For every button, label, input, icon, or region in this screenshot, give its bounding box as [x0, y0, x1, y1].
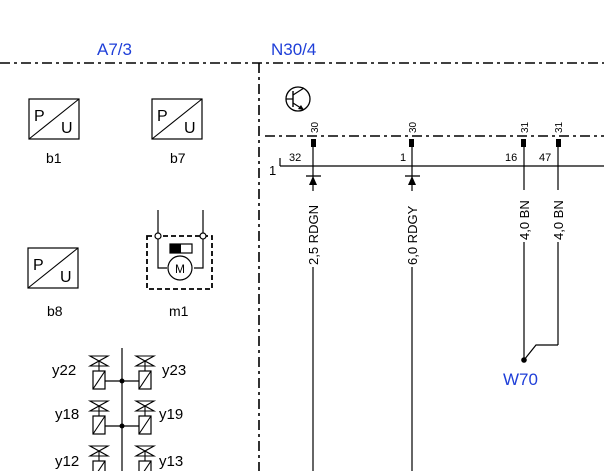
- motor-m-symbol: M: [175, 262, 185, 276]
- valve-y13-label: y13: [159, 453, 183, 470]
- sensor-p-label: P: [33, 257, 44, 274]
- solenoid-valve-block: y22 y23 y18 y19 y12 y13: [52, 348, 186, 471]
- pin-32-terminal-30: 30 32 2,5 RDGN: [289, 121, 321, 471]
- terminal-label: 31: [554, 121, 565, 133]
- pin-16-terminal-31: 31 16 4,0 BN: [505, 121, 532, 360]
- pressure-sensor-b1: P U b1: [28, 98, 80, 166]
- wire-label: 4,0 BN: [517, 200, 532, 240]
- motor-dashed-housing: [146, 235, 213, 290]
- connector-number: 1: [269, 163, 276, 178]
- pin-number-label: 16: [505, 152, 517, 164]
- pin-47-terminal-31: 31 47 4,0 BN: [539, 121, 566, 345]
- valve-y22-icon: [87, 355, 111, 390]
- pin-number-label: 32: [289, 152, 301, 164]
- sensor-u-label: U: [60, 269, 72, 286]
- pressure-sensor-b7: P U b7: [151, 98, 203, 166]
- wire-label: 6,0 RDGY: [405, 205, 420, 265]
- ground-splice: [521, 344, 558, 363]
- pin-number-label: 47: [539, 152, 551, 164]
- motor-m1: M m1: [146, 210, 213, 319]
- valve-y18-label: y18: [55, 406, 79, 423]
- pin-1-terminal-30: 30 1 6,0 RDGY: [400, 121, 420, 471]
- wire-label: 2,5 RDGN: [306, 205, 321, 265]
- pin-number-label: 1: [400, 152, 406, 164]
- pressure-sensor-b8: P U b8: [27, 247, 79, 319]
- motor-m1-label: m1: [169, 303, 189, 319]
- module-a7-3-label: A7/3: [97, 40, 132, 59]
- terminal-label: 30: [408, 121, 419, 133]
- sensor-b1-label: b1: [46, 150, 62, 166]
- terminal-label: 31: [520, 121, 531, 133]
- transistor-icon: [285, 86, 311, 112]
- valve-y12-icon: [87, 445, 111, 471]
- sensor-p-label: P: [157, 108, 168, 125]
- sensor-b8-label: b8: [47, 303, 63, 319]
- terminal-label: 30: [310, 121, 321, 133]
- valve-y22-label: y22: [52, 362, 76, 379]
- sensor-p-label: P: [34, 108, 45, 125]
- module-n30-4-label: N30/4: [271, 40, 316, 59]
- ground-point-w70: W70: [503, 370, 538, 389]
- motor-icon: [167, 255, 193, 281]
- valve-y19-label: y19: [159, 406, 183, 423]
- sensor-u-label: U: [184, 120, 196, 137]
- valve-y19-icon: [133, 400, 157, 435]
- sensor-b7-label: b7: [170, 150, 186, 166]
- valve-y12-label: y12: [55, 453, 79, 470]
- sensor-u-label: U: [61, 120, 73, 137]
- valve-y18-icon: [87, 400, 111, 435]
- valve-y13-icon: [133, 445, 157, 471]
- wire-label: 4,0 BN: [551, 200, 566, 240]
- valve-y23-icon: [133, 355, 157, 390]
- valve-y23-label: y23: [162, 362, 186, 379]
